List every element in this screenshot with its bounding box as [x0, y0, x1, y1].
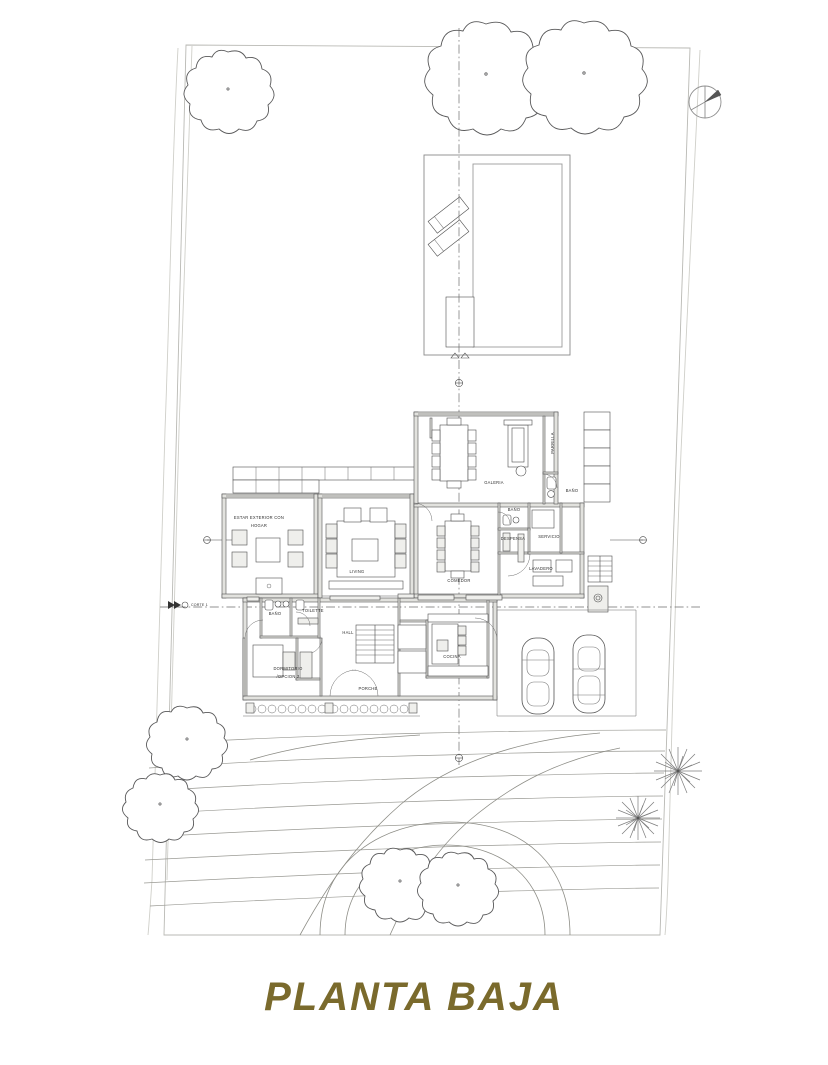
svg-text:CORTE 1: CORTE 1: [191, 603, 208, 607]
glazing: [226, 413, 554, 602]
living-furniture: [325, 507, 407, 590]
north-compass-icon: [688, 85, 722, 119]
room-label-comedor: COMEDOR: [447, 578, 470, 583]
room-label-toilette: TOILETTE: [302, 608, 324, 613]
bano-toilette-fixtures: [264, 599, 323, 655]
page-title: PLANTA BAJA: [264, 975, 564, 1019]
room-label-estar-exterior-2: HOGAR: [251, 523, 267, 528]
room-label-dormitorio: DORMITORIO: [273, 666, 302, 671]
title-block: PLANTA BAJA: [0, 975, 828, 1020]
dormitorio-furniture: [252, 644, 313, 679]
room-label-lavadero: LAVADERO: [529, 566, 553, 571]
lounger-icon: [427, 196, 470, 234]
room-label-galeria: GALERIA: [484, 480, 504, 485]
swimming-pool: [423, 154, 571, 359]
room-label-parrilla: PARRILLA: [550, 432, 555, 454]
car-icon: [572, 634, 606, 714]
service-core-fixtures: [497, 509, 573, 587]
car-icon: [521, 637, 555, 715]
room-label-cocina: COCINA: [443, 654, 460, 659]
staircase: [355, 555, 613, 674]
room-label-living: LIVING: [350, 569, 365, 574]
carport: [496, 609, 637, 717]
room-label-porche: PORCHE: [358, 686, 377, 691]
room-label-bano-galeria: BAÑO: [566, 488, 579, 493]
room-label-dormitorio-2: /OPCION 2: [277, 674, 300, 679]
right-service-strip: [583, 411, 611, 613]
porche-shrub-border: [243, 699, 497, 717]
palm-plants: [616, 747, 702, 840]
pergola-grid: [232, 466, 417, 494]
tree-canopies: [122, 20, 648, 927]
cocina-furniture: [427, 613, 489, 677]
comedor-furniture: [436, 513, 480, 579]
palm-icon: [654, 747, 702, 795]
room-label-despensa: DESPENSA: [501, 536, 525, 541]
building-footprint: [221, 411, 637, 717]
tree-icon: [122, 773, 199, 843]
room-labels: ESTAR EXTERIOR CON HOGAR LIVING COMEDOR …: [234, 432, 578, 691]
palm-icon: [616, 796, 660, 840]
terrain-contours: [143, 729, 667, 936]
room-label-hall: HALL: [342, 630, 354, 635]
section-marker: CORTE 1: [168, 601, 208, 609]
axis-lines: CORTE 1: [160, 28, 700, 765]
bano-galeria-fixtures: [542, 473, 558, 498]
door-swings: [244, 502, 498, 697]
tree-icon: [417, 851, 499, 927]
room-label-estar-exterior: ESTAR EXTERIOR CON: [234, 515, 284, 520]
estar-exterior-furniture: [231, 529, 304, 595]
room-label-servicio: SERVICIO: [538, 534, 560, 539]
galeria-furniture: [431, 417, 533, 489]
tree-icon: [146, 705, 228, 781]
room-label-bano-hall: BAÑO: [269, 611, 282, 616]
tree-icon: [183, 49, 275, 134]
room-label-bano-servicio: BAÑO: [508, 507, 521, 512]
tree-icon: [522, 20, 648, 135]
